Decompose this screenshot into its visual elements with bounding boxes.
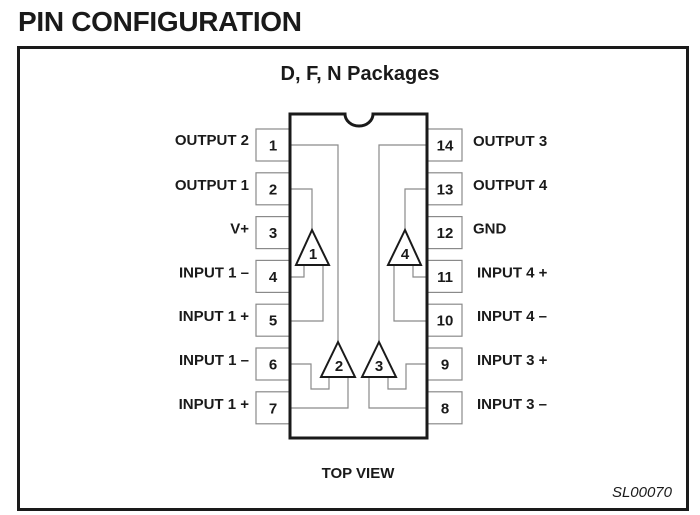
pin-9: 9 INPUT 3 + xyxy=(426,347,548,381)
pin-label: OUTPUT 2 xyxy=(175,132,249,149)
pin-label: INPUT 3 + xyxy=(477,352,548,369)
amp-triangle-2 xyxy=(319,339,357,378)
pin-number: 9 xyxy=(441,357,449,374)
diagram-frame xyxy=(17,46,689,511)
amplifier-4: 4 xyxy=(386,227,423,266)
amp-triangle-4 xyxy=(386,227,423,266)
wire-pin6-amp2 xyxy=(290,363,330,390)
wire-pin14-amp3 xyxy=(378,144,427,348)
wire-pin2-amp1 xyxy=(290,188,313,230)
pin-label: OUTPUT 1 xyxy=(175,177,249,194)
pin-13: 13 OUTPUT 4 xyxy=(426,172,548,206)
wire-pin10-amp4 xyxy=(393,265,427,322)
pin-number: 1 xyxy=(269,138,277,155)
pin-box xyxy=(255,172,291,206)
amp-number-3: 3 xyxy=(375,358,383,375)
pin-box xyxy=(426,259,463,293)
pin-number: 10 xyxy=(437,313,454,330)
pin-number: 4 xyxy=(269,269,278,286)
page-title: PIN CONFIGURATION xyxy=(18,6,302,37)
pin-number: 7 xyxy=(269,400,277,417)
pin-number: 11 xyxy=(437,269,453,286)
pin-5: 5 INPUT 1 + xyxy=(179,303,291,337)
wire-pin4-amp1 xyxy=(290,265,305,278)
package-body xyxy=(288,112,429,440)
internal-wiring xyxy=(290,144,427,409)
wire-pin5-amp1 xyxy=(290,265,324,322)
package-title: D, F, N Packages xyxy=(281,63,440,85)
amp-triangle-1 xyxy=(294,227,331,266)
pin-10: 10 INPUT 4 – xyxy=(426,303,547,337)
amp-number-2: 2 xyxy=(335,358,343,375)
pin-box xyxy=(255,128,291,162)
pin-box xyxy=(426,172,463,206)
amp-triangle-3 xyxy=(360,339,398,378)
pin-number: 5 xyxy=(269,313,277,330)
pin-4: 4 INPUT 1 – xyxy=(179,259,291,293)
pin-number: 2 xyxy=(269,181,277,198)
pin-label: INPUT 3 – xyxy=(477,396,547,413)
pin-14: 14 OUTPUT 3 xyxy=(426,128,547,162)
pin-label: OUTPUT 3 xyxy=(473,133,547,150)
amplifier-1: 1 xyxy=(294,227,331,266)
pin-label: INPUT 4 + xyxy=(477,264,548,281)
pin-number: 13 xyxy=(437,181,454,198)
wire-pin11-amp4 xyxy=(412,265,427,278)
pin-3: 3 V+ xyxy=(230,216,291,250)
top-view-label: TOP VIEW xyxy=(322,465,396,482)
pin-label: INPUT 1 – xyxy=(179,264,249,281)
amp-number-1: 1 xyxy=(309,246,317,263)
pin-12: 12 GND xyxy=(426,216,507,250)
pin-11: 11 INPUT 4 + xyxy=(426,259,548,293)
pin-7: 7 INPUT 1 + xyxy=(179,391,291,425)
pin-box xyxy=(426,128,463,162)
pin-label: INPUT 1 + xyxy=(179,308,250,325)
wire-pin7-amp2 xyxy=(290,377,349,409)
amplifier-3: 3 xyxy=(360,339,398,378)
amp-number-4: 4 xyxy=(401,246,410,263)
pin-1: 1 OUTPUT 2 xyxy=(175,128,291,162)
wire-pin9-amp3 xyxy=(387,363,427,390)
pin-label: GND xyxy=(473,221,507,238)
pin-6: 6 INPUT 1 – xyxy=(179,347,291,381)
wire-pin13-amp4 xyxy=(404,188,427,230)
pin-label: OUTPUT 4 xyxy=(473,177,548,194)
pin-label: INPUT 1 + xyxy=(179,396,250,413)
pin-number: 3 xyxy=(269,225,277,242)
pin-number: 12 xyxy=(437,225,454,242)
pin-8: 8 INPUT 3 – xyxy=(426,391,547,425)
pin-number: 8 xyxy=(441,400,449,417)
wire-pin1-amp2 xyxy=(290,144,339,348)
pin-label: V+ xyxy=(230,221,249,238)
amplifier-2: 2 xyxy=(319,339,357,378)
pin-2: 2 OUTPUT 1 xyxy=(175,172,291,206)
pin-number: 6 xyxy=(269,357,277,374)
pin-label: INPUT 1 – xyxy=(179,352,249,369)
pin-box xyxy=(426,391,463,425)
pin-box xyxy=(426,347,463,381)
pin-box xyxy=(255,216,291,250)
pin-box xyxy=(255,303,291,337)
figure-code: SL00070 xyxy=(612,484,673,501)
pin-label: INPUT 4 – xyxy=(477,308,547,325)
pin-number: 14 xyxy=(437,138,454,155)
wire-pin8-amp3 xyxy=(368,377,427,409)
pin-box xyxy=(426,303,463,337)
